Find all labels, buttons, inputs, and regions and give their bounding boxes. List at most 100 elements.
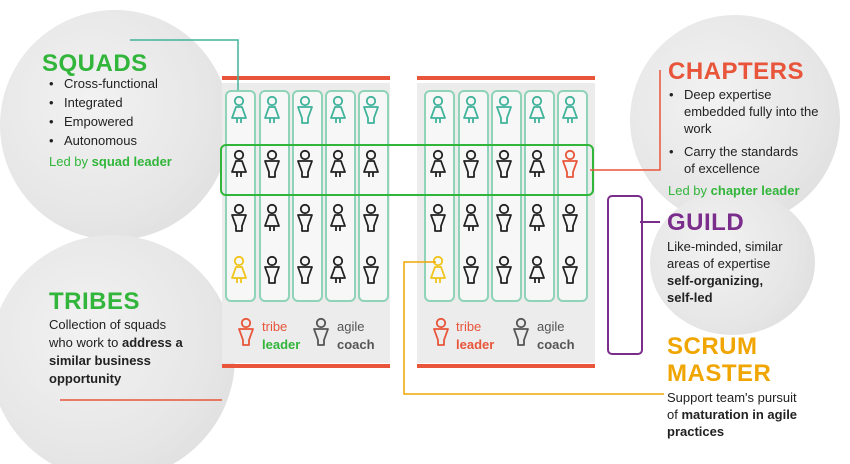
- squads-led-role: squad leader: [91, 154, 172, 169]
- scrum-line: of maturation in agile: [667, 406, 797, 423]
- guild-line: areas of expertise: [667, 256, 771, 271]
- squad-column: [524, 90, 555, 302]
- squads-connector: [130, 39, 239, 90]
- list-item: Autonomous: [46, 131, 158, 150]
- chapters-bullet-line: Deep expertise: [684, 87, 772, 102]
- person-icon: [363, 95, 379, 124]
- person-icon: [463, 95, 479, 123]
- person-icon: [330, 255, 346, 283]
- list-item: Deep expertise embedded fully into the w…: [666, 86, 818, 137]
- person-icon: [529, 149, 545, 177]
- person-icon: [330, 149, 346, 177]
- squads-led-prefix: Led by: [49, 154, 92, 169]
- squad-column: [325, 90, 356, 302]
- legend-coach-text: coach: [537, 337, 575, 352]
- guild-line: Like-minded, similar: [667, 239, 783, 254]
- tribe-bottom-bar-left: [222, 364, 390, 368]
- person-icon: [562, 255, 578, 284]
- scrum-line-prefix: of: [667, 407, 682, 422]
- squads-led-by: Led by squad leader: [49, 154, 172, 170]
- guild-circle: [650, 190, 815, 335]
- scrum-line: practices: [667, 424, 725, 439]
- tribes-description: Collection of squads who work to address…: [49, 316, 183, 388]
- person-icon: [463, 149, 479, 178]
- legend-agile-word: agile: [337, 319, 365, 334]
- agile-coach-legend-icon: [313, 317, 329, 346]
- chapters-bullet-list: Deep expertise embedded fully into the w…: [666, 86, 818, 177]
- tribes-line: opportunity: [49, 371, 122, 386]
- guild-line: self-organizing,: [667, 273, 764, 288]
- guild-title: GUILD: [667, 209, 745, 236]
- legend-agile-coach: agile coach: [337, 318, 375, 354]
- chapter-lead-icon: [562, 149, 578, 178]
- tribe-leader-legend-icon: [433, 317, 449, 346]
- tribes-title: TRIBES: [49, 288, 141, 315]
- person-icon: [496, 149, 512, 178]
- scrum-line-bold: maturation in agile: [681, 407, 798, 422]
- chapters-title: CHAPTERS: [668, 58, 805, 85]
- person-icon: [496, 255, 512, 284]
- person-icon: [529, 203, 545, 231]
- legend-agile-coach: agile coach: [537, 318, 575, 354]
- squads-title: SQUADS: [42, 50, 148, 77]
- scrum-title-1: SCRUM: [667, 333, 758, 360]
- person-icon: [363, 255, 379, 284]
- person-icon: [363, 149, 379, 177]
- agile-coach-legend-icon: [513, 317, 529, 346]
- person-icon: [297, 95, 313, 124]
- list-item: Cross-functional: [46, 74, 158, 93]
- tribes-line-bold: address a: [121, 335, 183, 350]
- guild-description: Like-minded, similar areas of expertise …: [667, 238, 783, 306]
- tribe-bottom-bar-right: [417, 364, 595, 368]
- person-icon: [231, 149, 247, 177]
- chapters-bullet-line: embedded fully into the: [684, 104, 819, 119]
- tribes-line: Collection of squads: [49, 317, 167, 332]
- legend-agile-word: agile: [537, 319, 565, 334]
- person-icon: [330, 203, 346, 231]
- guild-line: self-led: [667, 290, 713, 305]
- guild-box: [607, 195, 643, 355]
- person-icon: [562, 95, 578, 123]
- person-icon: [330, 95, 346, 123]
- legend-tribe-word: tribe: [456, 319, 482, 334]
- tribe-lead-icon: [430, 255, 446, 283]
- squads-bullet-list: Cross-functional Integrated Empowered Au…: [46, 74, 158, 150]
- legend-tribe-leader: tribe leader: [456, 318, 494, 354]
- person-icon: [231, 203, 247, 232]
- chapters-led-by: Led by chapter leader: [668, 183, 800, 199]
- person-icon: [430, 203, 446, 232]
- tribe-top-bar-right: [417, 76, 595, 80]
- chapters-connector: [590, 70, 661, 171]
- scrum-title-2: MASTER: [667, 360, 772, 387]
- person-icon: [363, 203, 379, 232]
- person-icon: [430, 95, 446, 123]
- legend-leader-word: leader: [262, 336, 300, 354]
- person-icon: [529, 255, 545, 283]
- person-icon: [430, 149, 446, 177]
- legend-coach-word: coach: [337, 336, 375, 354]
- scrum-description: Support team's pursuit of maturation in …: [667, 389, 797, 440]
- tribe-leader-legend-icon: [238, 317, 254, 346]
- scrum-line: Support team's pursuit: [667, 390, 797, 405]
- person-icon: [231, 95, 247, 123]
- chapters-bullet-line: of excellence: [684, 161, 760, 176]
- tribes-circle: [0, 235, 235, 464]
- person-icon: [297, 255, 313, 284]
- person-icon: [297, 203, 313, 232]
- scrum-connector: [403, 261, 664, 395]
- legend-coach-word: coach: [537, 336, 575, 354]
- person-icon: [264, 95, 280, 123]
- person-icon: [496, 95, 512, 124]
- tribe-top-bar-left: [222, 76, 390, 80]
- person-icon: [463, 255, 479, 284]
- person-icon: [562, 203, 578, 232]
- tribes-line: similar business: [49, 353, 151, 368]
- list-item: Integrated: [46, 93, 158, 112]
- person-icon: [297, 149, 313, 178]
- tribes-line: who work to address a: [49, 334, 183, 352]
- legend-leader-text: leader: [456, 337, 495, 352]
- person-icon: [264, 149, 280, 178]
